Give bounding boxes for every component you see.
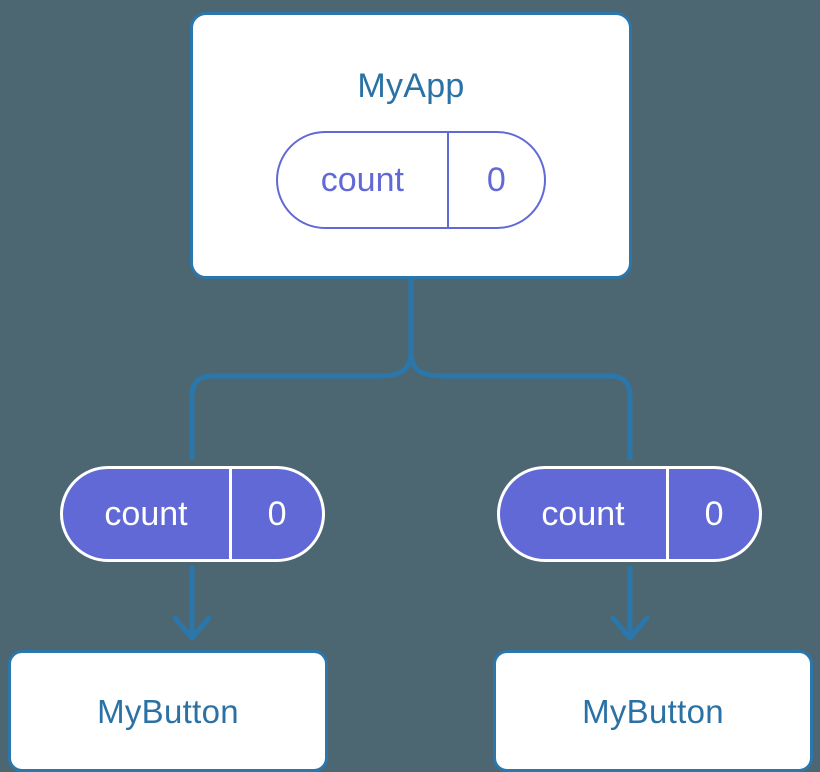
state-pill-key: count bbox=[320, 161, 404, 199]
state-pill-left-child[interactable]: count 0 bbox=[60, 466, 325, 562]
state-pill-value: 0 bbox=[446, 133, 544, 227]
component-title-mybutton: MyButton bbox=[97, 692, 239, 730]
component-box-mybutton-left[interactable]: MyButton bbox=[8, 650, 328, 772]
connector-split-to-left-child bbox=[189, 351, 414, 460]
state-pill-key: count bbox=[541, 495, 625, 533]
component-title-myapp: MyApp bbox=[357, 67, 465, 105]
state-pill-key: count bbox=[104, 495, 188, 533]
state-pill-value: 0 bbox=[229, 469, 322, 559]
state-pill-right-child[interactable]: count 0 bbox=[497, 466, 762, 562]
arrowhead-left-icon bbox=[172, 615, 212, 641]
component-box-mybutton-right[interactable]: MyButton bbox=[493, 650, 813, 772]
connector-split-to-right-child bbox=[408, 351, 633, 460]
arrowhead-right-icon bbox=[610, 615, 650, 641]
component-title-mybutton: MyButton bbox=[582, 692, 724, 730]
state-pill-myapp[interactable]: count 0 bbox=[276, 131, 546, 229]
state-pill-value: 0 bbox=[666, 469, 759, 559]
